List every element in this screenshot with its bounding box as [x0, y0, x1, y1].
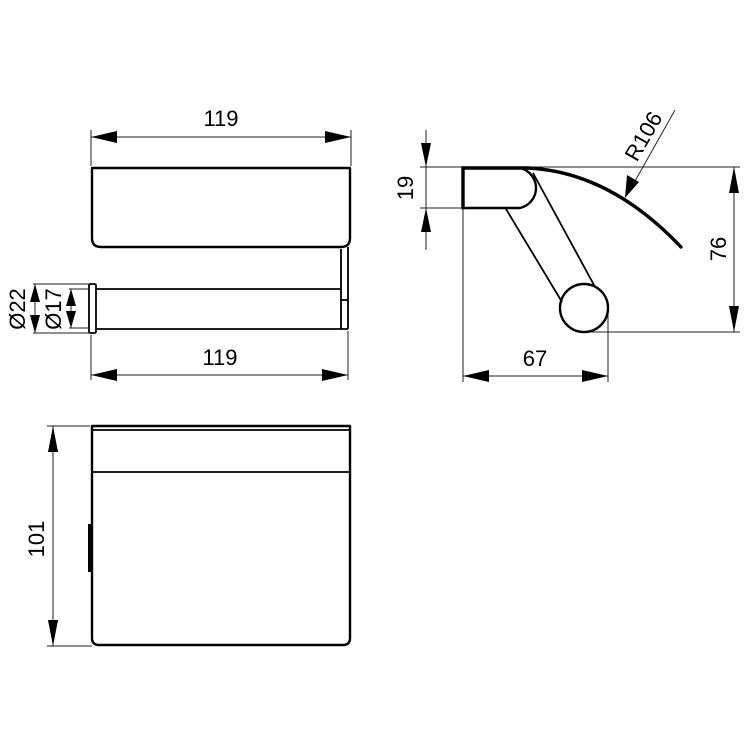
bracket-plate [340, 247, 349, 329]
side-view: R106 19 76 67 [393, 107, 740, 382]
total-height-label: 76 [706, 237, 731, 261]
top-view: 101 [24, 424, 352, 647]
body-height-dimension: 19 [393, 130, 431, 250]
rod-end-cap [88, 283, 97, 334]
holder-arm [505, 172, 595, 303]
body-height-label: 19 [393, 176, 418, 200]
rod-end-circle [558, 282, 610, 334]
projection-label: 67 [523, 346, 547, 371]
rod-length-label: 119 [202, 345, 237, 370]
cover-width-dimension: 119 [90, 106, 352, 166]
cover-curve [526, 166, 683, 249]
projection-dimension: 67 [463, 346, 608, 382]
rod-length-dimension: 119 [90, 331, 349, 381]
cover-width-label: 119 [203, 106, 238, 131]
rod-diameter-dimension: Ø17 [41, 288, 89, 330]
end-cap-diameter-label: Ø22 [5, 288, 30, 330]
depth-dimension: 101 [24, 425, 92, 647]
top-view-body [90, 424, 352, 647]
end-cap-diameter-dimension: Ø22 [5, 283, 89, 334]
wall-mount-body [461, 166, 538, 210]
wall-plate-tab [88, 524, 92, 572]
rod-diameter-label: Ø17 [41, 288, 66, 330]
cover-body [90, 166, 352, 249]
front-view: 119 Ø22 [5, 106, 352, 381]
radius-dimension: R106 [620, 107, 676, 198]
total-height-dimension: 76 [706, 167, 739, 332]
roll-rod [96, 288, 348, 330]
depth-label: 101 [24, 521, 49, 558]
